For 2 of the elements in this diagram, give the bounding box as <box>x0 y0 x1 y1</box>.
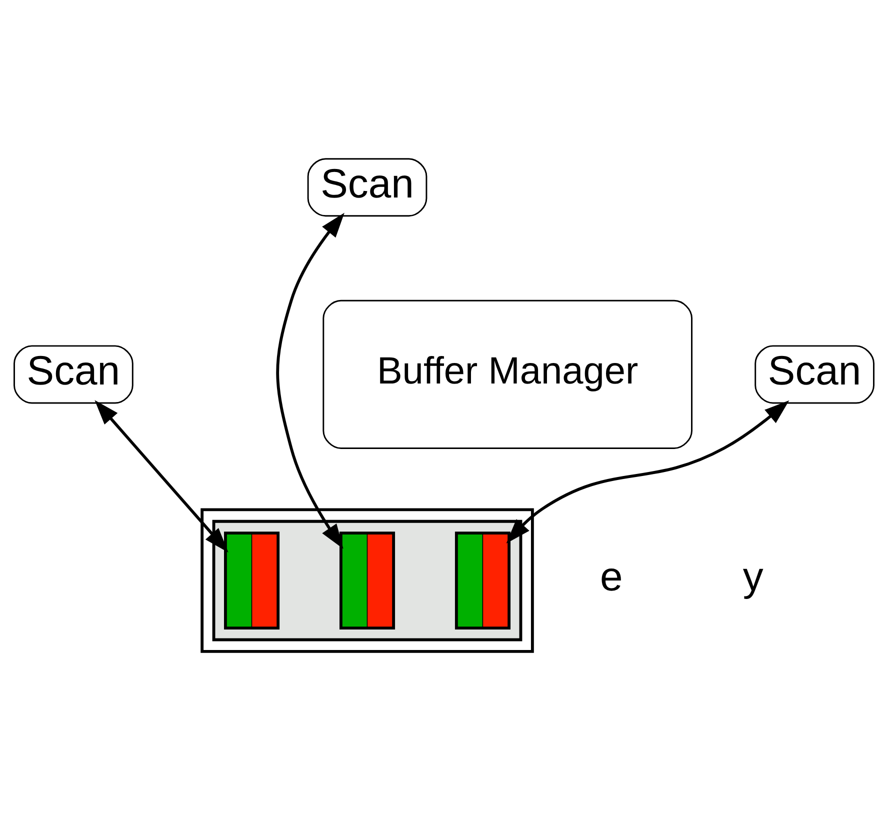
label: e <box>600 553 623 600</box>
label: y <box>742 553 764 600</box>
